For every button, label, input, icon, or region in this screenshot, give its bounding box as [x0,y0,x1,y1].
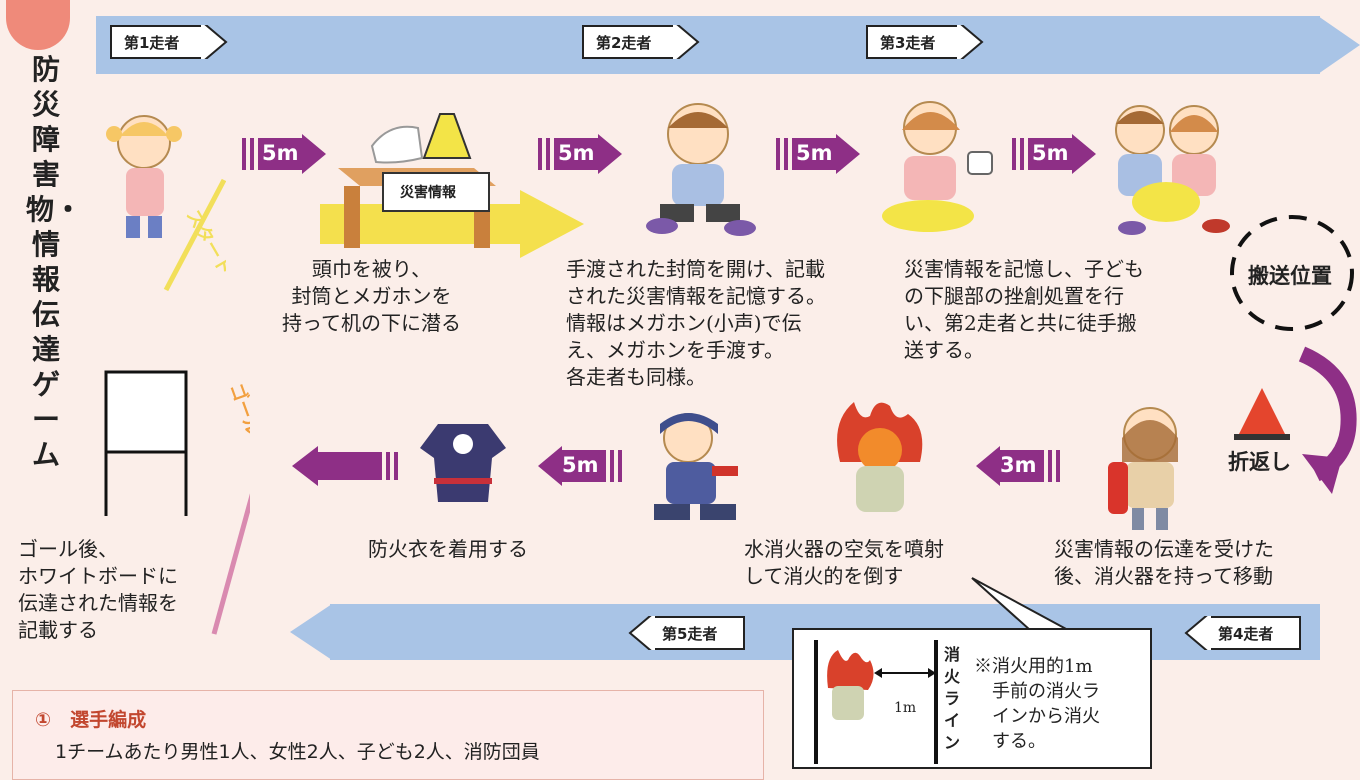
section-heading: ① 選手編成 [35,709,147,731]
caption-step-7: ゴール後、 ホワイトボードに 伝達された情報を 記載する [18,537,178,642]
team-composition-box: ① 選手編成 1チームあたり男性1人、女性2人、子ども2人、消防団員 [12,690,764,780]
u-turn-arrow [1298,346,1357,494]
runner-tag-5: 第5走者 [628,616,746,650]
turnaround-cone-icon [1234,388,1290,440]
runner-tag-4: 第4走者 [1184,616,1302,650]
caption-step-4: 災害情報の伝達を受けた 後、消火器を持って移動 [1054,537,1274,588]
caption-step-2: 手渡された封筒を開け、記載 された災害情報を記憶する。 情報はメガホン(小声)で… [566,257,826,389]
section-body: 1チームあたり男性1人、女性2人、子ども2人、消防団員 [55,741,540,763]
distance-arrow-1: 5m [242,134,338,174]
caption-step-3: 災害情報を記憶し、子ども の下腿部の挫創処置を行 い、第2走者と共に徒手搬 送す… [904,257,1144,362]
top-band-arrow-head [1318,16,1360,74]
distance-arrow-2: 5m [538,134,634,174]
start-child-illustration: スタート [106,115,226,292]
distance-arrow-4: 5m [1012,134,1108,174]
note-text: ※消火用的1m 手前の消火ラ インから消火 する。 [974,656,1100,752]
caption-step-1: 頭巾を被り、 封筒とメガホンを 持って机の下に潜る [282,257,461,335]
runner-2-illustration [646,103,756,236]
distance-arrow-5: 3m [964,446,1060,486]
fire-target-illustration [837,402,923,512]
transport-position-label: 搬送位置 [1248,264,1332,288]
runner-3-illustration [882,101,993,232]
caption-step-6: 防火衣を着用する [368,537,528,561]
fire-line-label: 消火ライン [944,645,961,752]
note-left-line [814,640,818,764]
page-title: 防災障害物・情報伝達ゲーム [26,53,83,471]
bottom-band-arrow-head [290,604,332,660]
distance-arrow-3: 5m [776,134,872,174]
disaster-info-card: 災害情報 [382,172,490,212]
firefighter-illustration [654,413,738,520]
distance-arrow-6: 5m [526,446,622,486]
goal-illustration: ゴール [104,370,250,635]
runner-4-illustration [1108,407,1178,530]
title-tab [6,0,70,50]
transport-position-circle [1230,215,1354,331]
runner-tag-2: 第2走者 [582,25,700,59]
note-callout-pointer [971,577,1069,631]
caption-step-5: 水消火器の空気を噴射 して消火的を倒す [744,537,944,588]
note-fire-target-icon [827,650,874,720]
fire-line-note: 1m 消火ライン ※消火用的1m 手前の消火ラ インから消火 する。 [792,628,1152,769]
turnaround-label: 折返し [1228,450,1291,474]
top-direction-band [96,16,1320,74]
fire-coat-illustration [420,424,506,502]
distance-arrow-7 [292,446,398,486]
transport-illustration [1115,105,1230,235]
runner-tag-3: 第3走者 [866,25,984,59]
goal-label: ゴール [225,380,250,438]
note-right-line [934,640,938,764]
one-meter-label: 1m [894,700,917,716]
one-meter-arrow [874,668,936,678]
runner-tag-1: 第1走者 [110,25,228,59]
